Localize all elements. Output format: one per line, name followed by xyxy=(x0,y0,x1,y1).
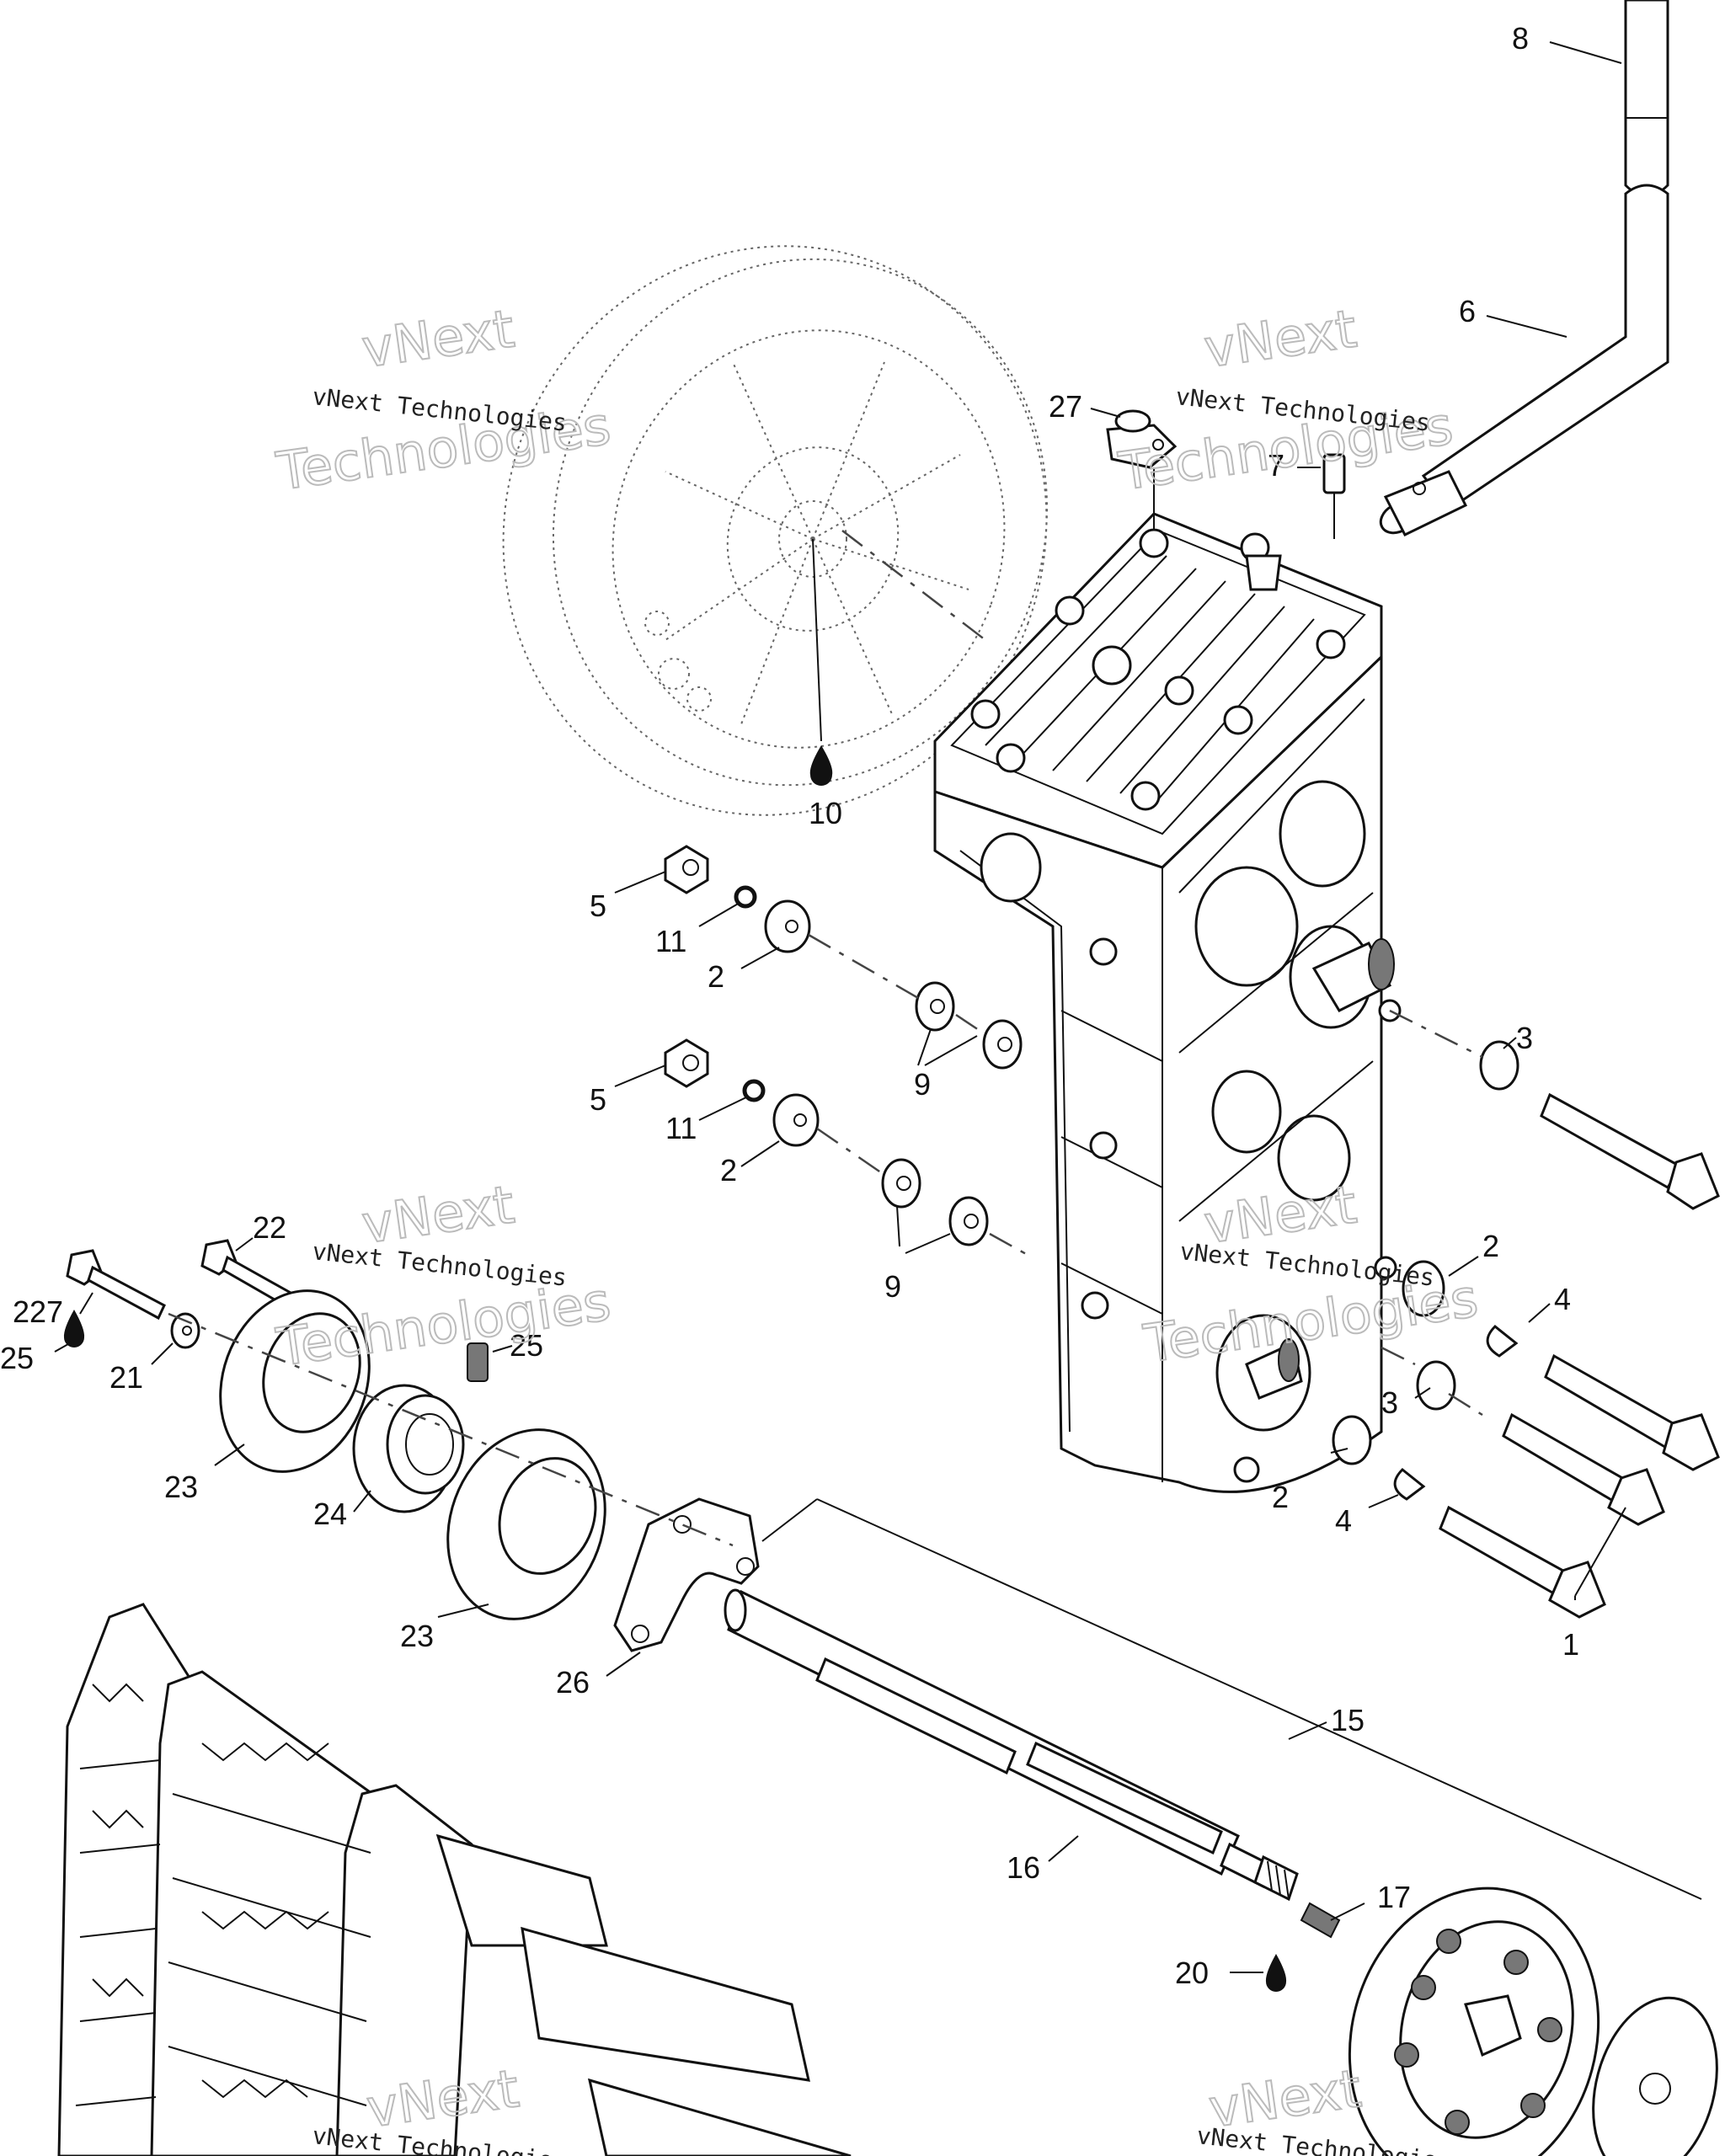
callout-16: 16 xyxy=(1007,1850,1040,1885)
callout-5b: 5 xyxy=(590,1082,606,1117)
callout-20: 20 xyxy=(1175,1956,1209,1990)
phantom-drive-pulley xyxy=(502,245,1049,816)
callout-227: 227 xyxy=(13,1294,63,1329)
shift-lever-rod xyxy=(1379,184,1669,536)
fastener-stack-upper xyxy=(664,845,1023,1070)
oil-drop-icon xyxy=(1265,1954,1287,1992)
callout-4b: 4 xyxy=(1335,1503,1352,1538)
fastener-stack-lower xyxy=(664,1038,1028,1257)
shift-lever-handle xyxy=(1624,0,1669,197)
callout-24: 24 xyxy=(313,1497,347,1531)
part-17-key xyxy=(1300,1902,1341,1939)
callout-25a: 25 xyxy=(0,1341,34,1375)
callout-17: 17 xyxy=(1377,1880,1411,1914)
callout-3b: 3 xyxy=(1381,1385,1398,1420)
callout-3a: 3 xyxy=(1516,1021,1533,1055)
callout-22: 22 xyxy=(253,1210,286,1245)
callout-23a: 23 xyxy=(164,1470,198,1504)
callouts: 8 6 27 7 10 5 11 2 9 5 11 2 9 3 2 4 3 2 … xyxy=(0,21,1579,1990)
drive-axle xyxy=(724,1498,1702,1902)
callout-5a: 5 xyxy=(590,889,606,923)
callout-15: 15 xyxy=(1331,1703,1365,1737)
bolt-stack-right xyxy=(1332,1009,1720,1619)
oil-drop-icon xyxy=(809,745,833,786)
callout-21: 21 xyxy=(109,1360,143,1395)
watermark-big-1: vNext xyxy=(1200,297,1360,379)
callout-2a: 2 xyxy=(708,959,724,994)
watermark-small: vNext Technologies xyxy=(311,1237,568,1292)
part-27-bracket xyxy=(1106,409,1178,469)
watermark-big-1: vNext xyxy=(358,297,518,379)
oil-drop-icon xyxy=(63,1310,85,1348)
callout-25b: 25 xyxy=(510,1328,543,1363)
watermark-big-1: vNext xyxy=(358,1173,518,1255)
track-section xyxy=(57,1603,852,2156)
drive-sprocket xyxy=(1348,1886,1718,2156)
callout-11a: 11 xyxy=(655,924,686,958)
gearbox-housing xyxy=(933,512,1402,1493)
callout-6: 6 xyxy=(1459,294,1476,328)
leader-lines xyxy=(54,41,1626,1973)
callout-2d: 2 xyxy=(1272,1480,1289,1514)
callout-1: 1 xyxy=(1562,1627,1579,1662)
callout-11b: 11 xyxy=(665,1111,697,1145)
callout-9a: 9 xyxy=(914,1067,931,1102)
bearing-housing-assembly xyxy=(66,1239,760,1652)
callout-26: 26 xyxy=(556,1665,590,1700)
callout-2b: 2 xyxy=(720,1153,737,1187)
callout-4a: 4 xyxy=(1554,1282,1571,1316)
callout-9b: 9 xyxy=(884,1269,901,1304)
callout-23b: 23 xyxy=(400,1619,434,1653)
callout-7: 7 xyxy=(1268,448,1284,483)
callout-2c: 2 xyxy=(1482,1229,1499,1263)
callout-10: 10 xyxy=(809,796,842,830)
callout-8: 8 xyxy=(1512,21,1529,56)
callout-27: 27 xyxy=(1049,389,1082,424)
